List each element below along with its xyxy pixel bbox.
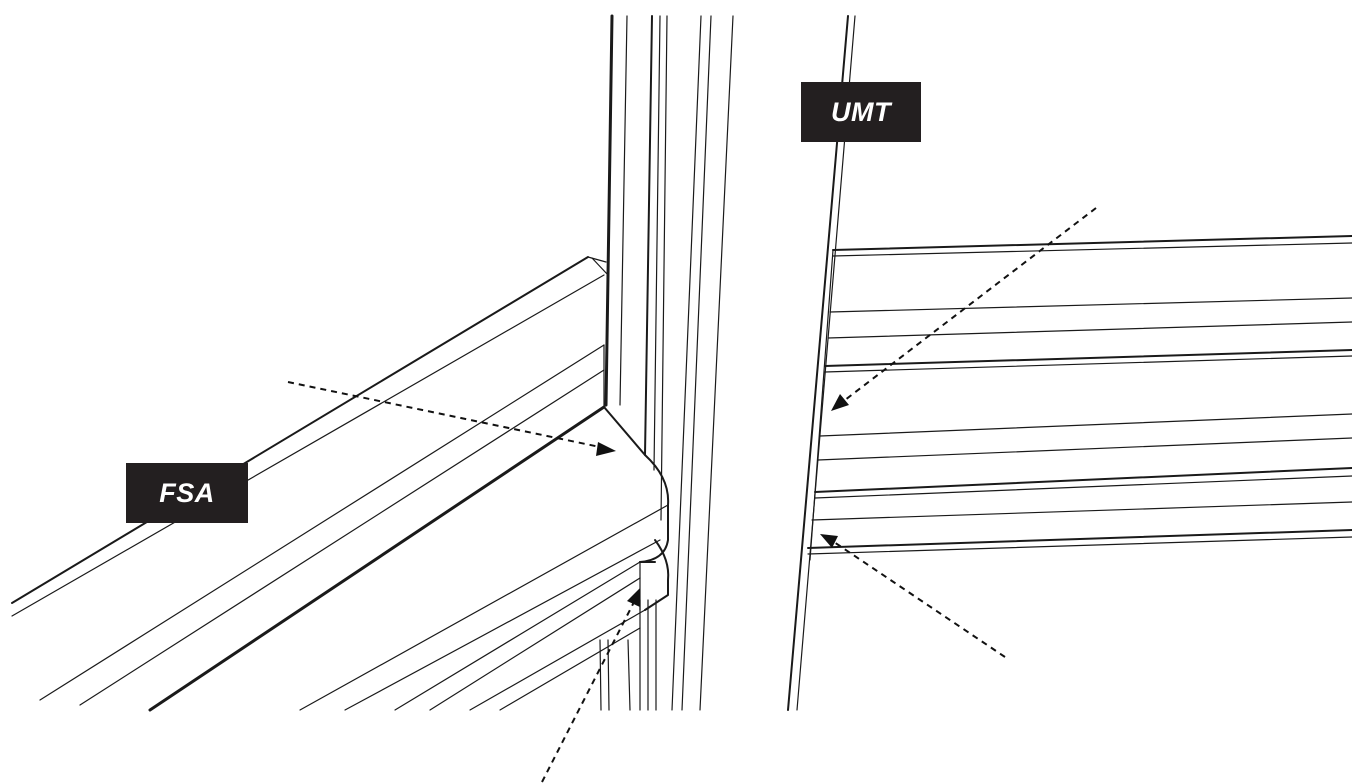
umt-label: UMT — [801, 82, 921, 142]
arrow-to-umt-upper-joint — [831, 207, 1097, 411]
arrow-to-fsa-end-cap — [287, 381, 616, 456]
callout-arrows — [287, 207, 1097, 783]
vertical-post — [599, 14, 734, 711]
arrow-to-umt-lower-joint — [820, 534, 1006, 658]
umt-panel — [807, 235, 1352, 555]
fsa-rail — [11, 256, 670, 712]
fsa-label: FSA — [126, 463, 248, 523]
arrow-to-fsa-lower-joint — [541, 588, 640, 783]
